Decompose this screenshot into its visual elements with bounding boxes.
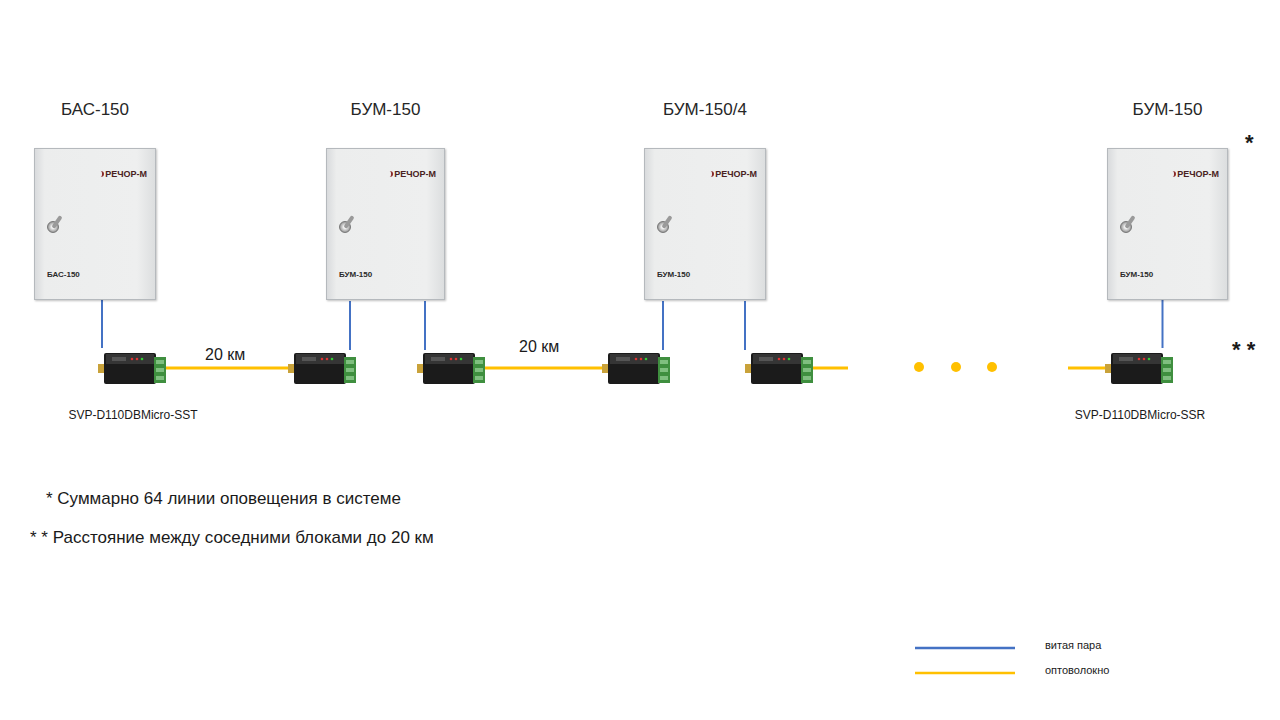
media-converter — [288, 353, 356, 384]
cabinet-node: БУМ-150/4РЕЧОР-М БУМ-150 — [644, 92, 766, 300]
footnote-mark: * * — [1232, 337, 1255, 363]
twisted-pair — [744, 301, 746, 350]
media-converter — [602, 353, 670, 384]
cabinet-door: РЕЧОР-М БУМ-150 — [644, 148, 766, 300]
twisted-pair-link — [101, 300, 103, 348]
cabinet-door: РЕЧОР-М БАС-150 — [34, 148, 156, 300]
legend-sample — [915, 672, 1015, 675]
footnote: * Суммарно 64 линии оповещения в системе — [46, 489, 401, 509]
media-converter — [417, 353, 485, 384]
cabinet-door: РЕЧОР-М БУМ-150 — [326, 148, 445, 300]
continuation-dot — [914, 362, 924, 372]
converter-node: SVP-D110DBMicro-SST — [48, 348, 218, 422]
media-converter — [745, 353, 813, 384]
twisted-pair — [349, 301, 351, 350]
cabinet-title: БУМ-150/4 — [644, 92, 766, 148]
brand-logo: РЕЧОР-М — [1177, 169, 1219, 179]
cabinet-door: РЕЧОР-М БУМ-150 — [1107, 148, 1228, 300]
door-label: БУМ-150 — [657, 270, 690, 279]
device-label: SVP-D110DBMicro-SST — [48, 408, 218, 422]
cabinet-title: БУМ-150 — [326, 92, 445, 148]
door-label: БУМ-150 — [1120, 270, 1153, 279]
twisted-pair — [662, 301, 664, 350]
device-label: SVP-D110DBMicro-SSR — [1062, 408, 1218, 422]
cabinet-title: БУМ-150 — [1107, 92, 1228, 148]
distance-label: 20 км — [517, 338, 561, 356]
logo-mark — [1169, 171, 1176, 177]
door-label: БУМ-150 — [339, 270, 372, 279]
fibre-line — [165, 367, 290, 370]
legend-sample — [915, 647, 1015, 650]
cabinet-title: БАС-150 — [34, 92, 156, 148]
logo-mark — [386, 171, 393, 177]
cabinet-node: БУМ-150РЕЧОР-МБУМ-150 — [1107, 92, 1228, 300]
distance-label: 20 км — [203, 346, 247, 364]
continuation-dot — [951, 362, 961, 372]
legend-text: оптоволокно — [1045, 664, 1109, 676]
fibre-line — [483, 367, 604, 370]
twisted-pair-link — [1162, 300, 1164, 348]
brand-logo: РЕЧОР-М — [715, 169, 757, 179]
fibre-line — [1068, 367, 1108, 370]
footnote: * * Расстояние между соседними блоками д… — [30, 528, 434, 548]
logo-mark — [97, 171, 104, 177]
continuation-dot — [987, 362, 997, 372]
brand-logo: РЕЧОР-М — [394, 169, 436, 179]
media-converter — [1105, 348, 1175, 388]
cabinet-node: БУМ-150РЕЧОР-МБУМ-150 — [326, 92, 445, 300]
converter-node: SVP-D110DBMicro-SSR — [1062, 348, 1218, 422]
twisted-pair — [424, 301, 426, 350]
door-label: БАС-150 — [47, 270, 80, 279]
logo-mark — [707, 171, 714, 177]
media-converter — [98, 348, 168, 388]
legend-text: витая пара — [1045, 639, 1101, 651]
brand-logo: РЕЧОР-М — [105, 169, 147, 179]
fibre-line — [811, 367, 848, 370]
cabinet-node: БАС-150РЕЧОР-МБАС-150 — [34, 92, 156, 300]
footnote-mark: * — [1245, 130, 1254, 156]
